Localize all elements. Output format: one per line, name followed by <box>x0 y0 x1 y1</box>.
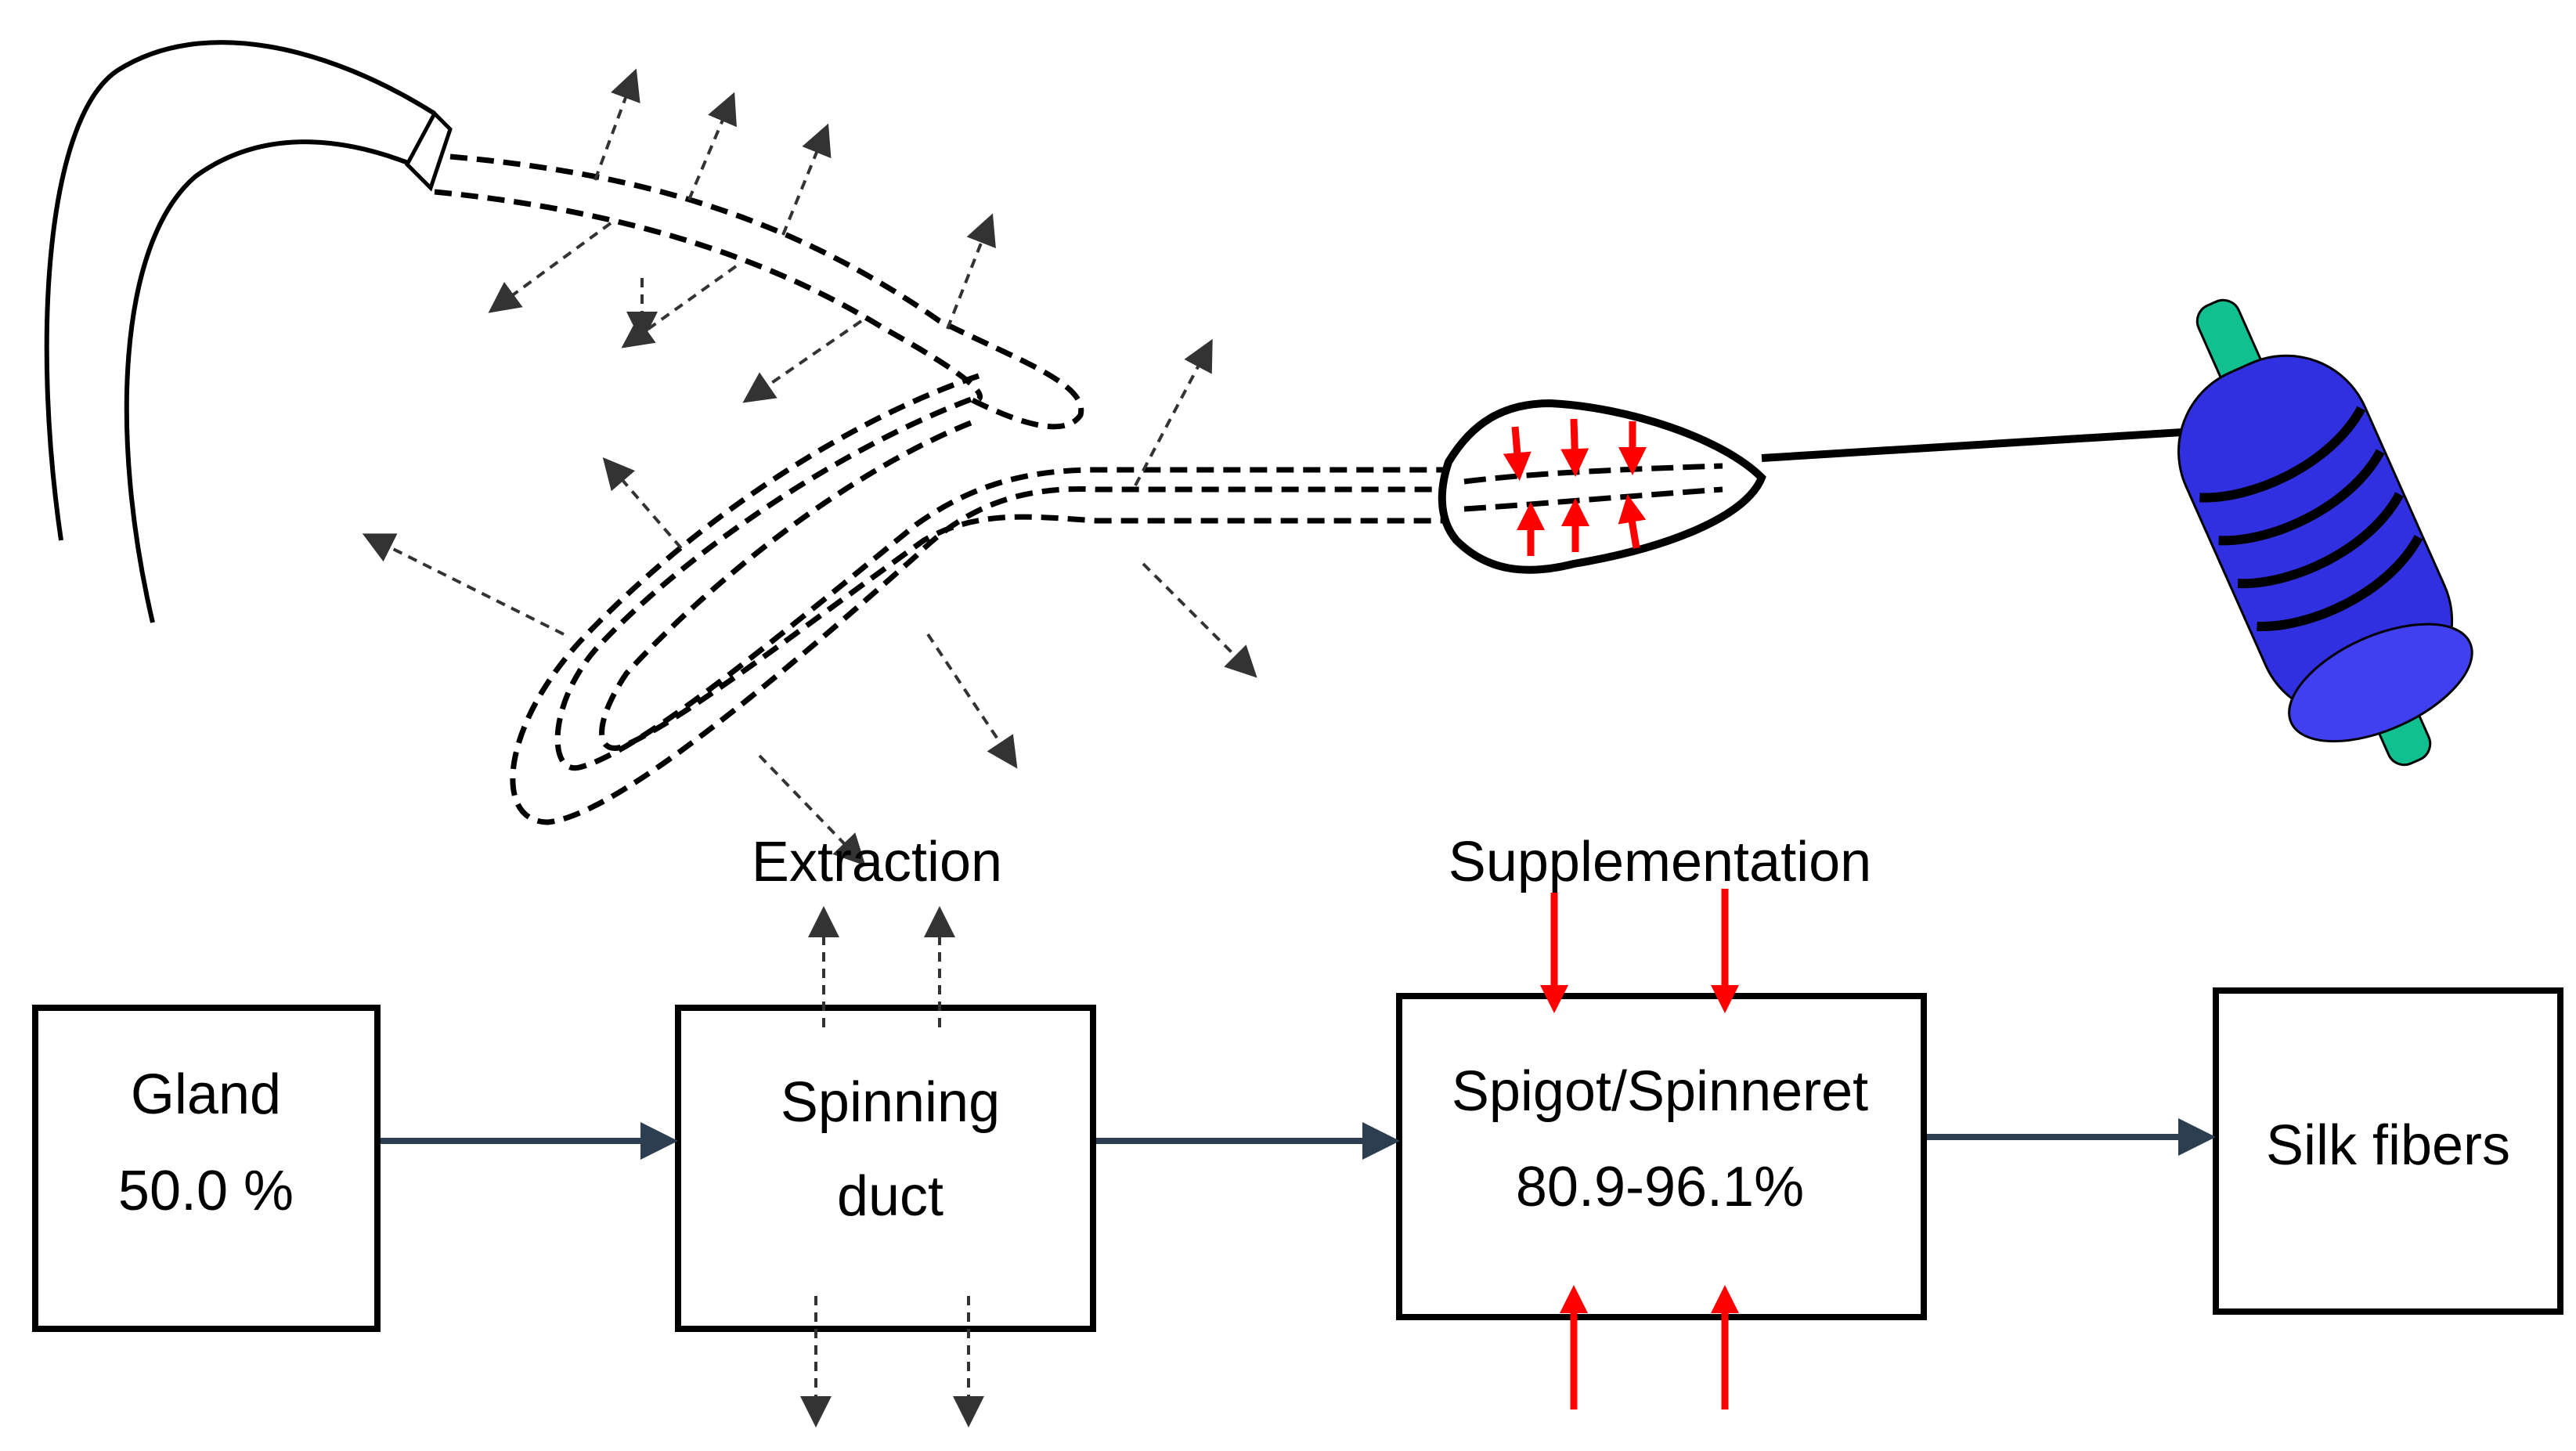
spigot-arrow-down-1 <box>1503 426 1532 481</box>
gland-cap <box>404 110 453 192</box>
spigot-outline <box>1438 399 1766 574</box>
spigot-illustration <box>1438 399 2271 574</box>
extraction-arrow <box>621 265 738 348</box>
duct-extraction-arrows <box>800 906 984 1428</box>
reel-winding-2 <box>2218 449 2385 546</box>
extraction-arrow <box>946 213 996 330</box>
duct-wall-upper <box>449 153 1084 430</box>
extraction-arrow <box>488 222 612 313</box>
extraction-arrow <box>1142 562 1257 678</box>
flow-box-gland: Gland 50.0 % <box>32 1005 381 1332</box>
reel-winding-1 <box>2199 406 2366 503</box>
reel-winding-4 <box>2257 535 2423 631</box>
silk-fibers-box <box>2213 987 2563 1315</box>
flow-box-spigot: Spigot/Spinneret 80.9-96.1% <box>1396 993 1927 1320</box>
extraction-arrow <box>742 319 863 403</box>
spigot-box <box>1396 993 1927 1320</box>
extraction-arrow <box>1134 338 1213 486</box>
reel-windings <box>2199 406 2423 631</box>
extraction-arrows-illustration <box>362 68 1257 866</box>
gland-box <box>32 1005 381 1332</box>
duct-loop-inner <box>554 396 1449 771</box>
spinning-duct-illustration <box>434 153 1449 825</box>
spinning-duct-box <box>675 1005 1096 1332</box>
spigot-box-value: 80.9-96.1% <box>1516 1156 1804 1218</box>
flow-box-silk-fibers: Silk fibers <box>2213 987 2563 1315</box>
spigot-supplement-arrows <box>1503 418 1647 556</box>
extraction-arrow <box>593 68 640 181</box>
reel-end-cap <box>2288 623 2473 743</box>
spigot-arrow-up-3 <box>1618 494 1647 549</box>
gland-box-title: Gland <box>131 1063 281 1126</box>
extraction-arrow <box>758 754 866 866</box>
silk-fibers-box-title: Silk fibers <box>2266 1114 2510 1177</box>
duct-loop-outer <box>510 373 1449 825</box>
reel-winding-3 <box>2237 492 2404 589</box>
spinning-duct-box-title: Spinning <box>781 1071 1000 1134</box>
extraction-label: Extraction <box>752 831 1002 893</box>
extraction-arrow <box>602 457 683 550</box>
reel-illustration <box>2177 298 2473 767</box>
spigot-arrow-down-2 <box>1560 418 1589 477</box>
spigot-box-title: Spigot/Spinneret <box>1452 1060 1868 1123</box>
supplementation-label: Supplementation <box>1449 831 1871 893</box>
spinning-duct-box-subtitle: duct <box>837 1165 943 1228</box>
duct-loop-third <box>599 420 1449 751</box>
extraction-arrow <box>362 533 565 636</box>
gland-inner-wall <box>124 139 432 623</box>
spigot-supplementation-arrows <box>1540 889 1739 1409</box>
extraction-arrow <box>781 123 832 236</box>
flow-arrows <box>381 1118 2216 1160</box>
silk-gland-illustration <box>44 40 453 623</box>
extraction-arrow <box>926 633 1018 769</box>
gland-box-value: 50.0 % <box>118 1160 294 1222</box>
flow-box-spinning-duct: Spinning duct <box>675 1005 1096 1332</box>
gland-outer-wall <box>44 40 436 541</box>
duct-wall-lower <box>434 189 983 402</box>
extraction-arrow <box>687 92 737 200</box>
